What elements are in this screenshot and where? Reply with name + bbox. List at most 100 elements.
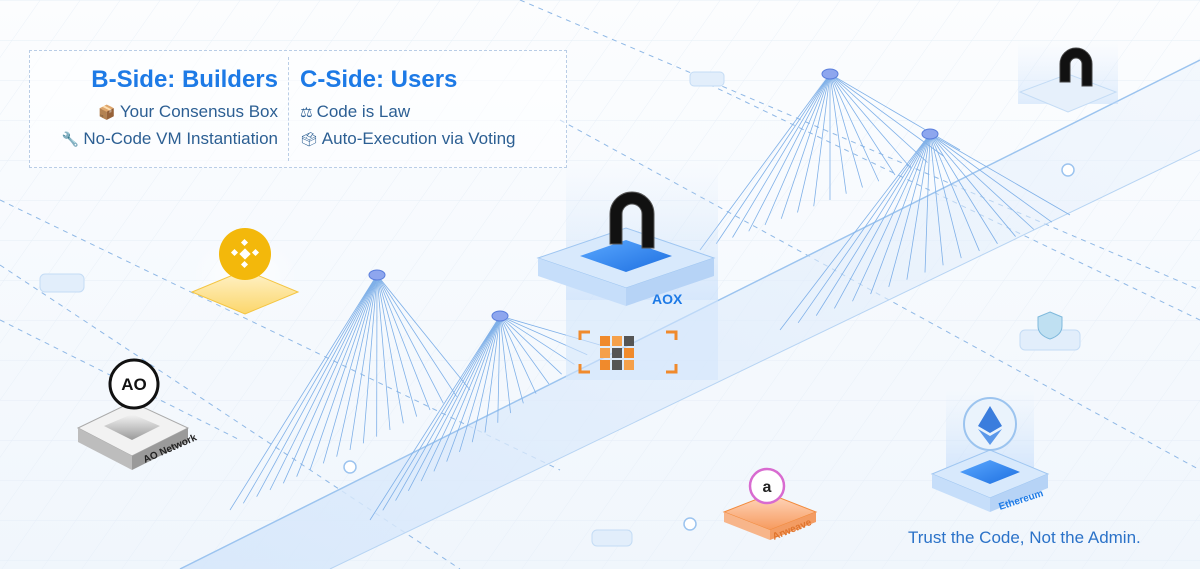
builders-item: 🔧No-Code VM Instantiation bbox=[62, 126, 278, 153]
cable-line bbox=[829, 73, 896, 176]
cable-line bbox=[829, 73, 863, 188]
cable-line bbox=[376, 274, 444, 404]
floating-tiles bbox=[39, 71, 1081, 547]
cable-line bbox=[829, 73, 961, 151]
cable-line bbox=[376, 274, 391, 431]
cable-line bbox=[929, 133, 998, 244]
cable-line bbox=[499, 315, 550, 385]
cable-line bbox=[924, 133, 931, 273]
builders-heading: B-Side: Builders bbox=[91, 66, 278, 93]
aox-label: AOX bbox=[652, 291, 683, 307]
arweave-logo-icon bbox=[748, 467, 786, 505]
ballot-box-icon: 🗳 bbox=[300, 132, 318, 148]
cable-line bbox=[499, 315, 511, 414]
chip-cell bbox=[612, 336, 622, 346]
tower-nodes bbox=[368, 68, 939, 322]
cable-line bbox=[395, 315, 501, 501]
cable-line bbox=[929, 133, 1035, 230]
cable-line bbox=[764, 73, 831, 226]
cable-line bbox=[780, 73, 831, 219]
svg-text:a: a bbox=[763, 479, 772, 496]
package-icon: 📦 bbox=[98, 105, 116, 121]
scales-icon: ⚖ bbox=[300, 105, 313, 121]
tagline: Trust the Code, Not the Admin. bbox=[908, 528, 1141, 547]
cable-line bbox=[906, 133, 931, 280]
cable-line bbox=[929, 133, 962, 259]
shield-icon bbox=[1037, 311, 1063, 340]
suspension-cables bbox=[229, 73, 1071, 521]
cable-line bbox=[929, 133, 980, 252]
chip-bracket bbox=[578, 364, 590, 374]
builders-item-text: No-Code VM Instantiation bbox=[83, 129, 278, 148]
cable-line bbox=[499, 315, 537, 394]
chip-bracket bbox=[666, 364, 678, 374]
cable-line bbox=[929, 133, 1016, 237]
cable-line bbox=[813, 73, 831, 207]
cable-line bbox=[929, 133, 1071, 216]
cable-line bbox=[699, 73, 831, 251]
cable-line bbox=[376, 274, 458, 397]
cable-line bbox=[499, 315, 562, 375]
aox-arch-icon bbox=[609, 191, 655, 249]
cable-line bbox=[870, 133, 931, 295]
info-panel: B-Side: Builders 📦Your Consensus Box 🔧No… bbox=[29, 50, 567, 168]
aox-arch-icon bbox=[1059, 47, 1093, 87]
cable-line bbox=[815, 133, 931, 316]
chip-cell bbox=[624, 360, 634, 370]
cable-line bbox=[309, 274, 378, 471]
panel-divider bbox=[288, 57, 289, 161]
cable-line bbox=[256, 274, 378, 497]
cable-line bbox=[852, 133, 931, 302]
cable-line bbox=[446, 315, 501, 462]
builders-item: 📦Your Consensus Box bbox=[62, 99, 278, 126]
chip-bracket bbox=[578, 330, 590, 340]
cable-line bbox=[715, 73, 831, 244]
cable-line bbox=[497, 315, 501, 423]
cable-line bbox=[797, 73, 831, 213]
builders-column: B-Side: Builders 📦Your Consensus Box 🔧No… bbox=[62, 65, 278, 153]
users-item: 🗳Auto-Execution via Voting bbox=[300, 126, 516, 153]
ethereum-platform bbox=[930, 390, 1050, 512]
cable-line bbox=[484, 315, 501, 433]
cable-line bbox=[834, 133, 931, 309]
users-heading: C-Side: Users bbox=[300, 66, 458, 93]
cable-line bbox=[382, 315, 501, 511]
cable-line bbox=[797, 133, 931, 324]
cable-line bbox=[779, 133, 931, 331]
ao-network-platform: AO bbox=[76, 358, 190, 470]
ao-logo-icon bbox=[108, 358, 160, 410]
chip-cell bbox=[624, 348, 634, 358]
cable-line bbox=[499, 315, 524, 404]
cable-line bbox=[282, 274, 378, 484]
chip-cell bbox=[612, 360, 622, 370]
cable-line bbox=[829, 73, 847, 194]
cable-line bbox=[888, 133, 931, 287]
cable-line bbox=[376, 274, 404, 424]
users-item: ⚖Code is Law bbox=[300, 99, 516, 126]
cable-line bbox=[376, 274, 471, 391]
cable-line bbox=[336, 274, 378, 457]
chip-bracket bbox=[666, 330, 678, 340]
cable-line bbox=[229, 274, 378, 511]
cable-line bbox=[322, 274, 378, 464]
arweave-platform: a bbox=[722, 467, 818, 540]
cable-line bbox=[471, 315, 501, 443]
users-item-text: Auto-Execution via Voting bbox=[321, 129, 516, 148]
chip-cell bbox=[624, 336, 634, 346]
builders-item-text: Your Consensus Box bbox=[119, 102, 278, 121]
cable-line bbox=[829, 73, 928, 163]
cable-line bbox=[433, 315, 501, 472]
users-column: C-Side: Users ⚖Code is Law 🗳Auto-Executi… bbox=[300, 65, 516, 153]
aox-platform bbox=[536, 160, 718, 380]
cable-line bbox=[269, 274, 378, 491]
cable-line bbox=[829, 73, 912, 170]
cable-line bbox=[296, 274, 378, 477]
chip-cell bbox=[600, 348, 610, 358]
chip-cell bbox=[612, 348, 622, 358]
cable-line bbox=[732, 73, 831, 238]
chip-cell bbox=[600, 336, 610, 346]
junction-dots bbox=[343, 163, 1075, 531]
users-item-text: Code is Law bbox=[316, 102, 411, 121]
